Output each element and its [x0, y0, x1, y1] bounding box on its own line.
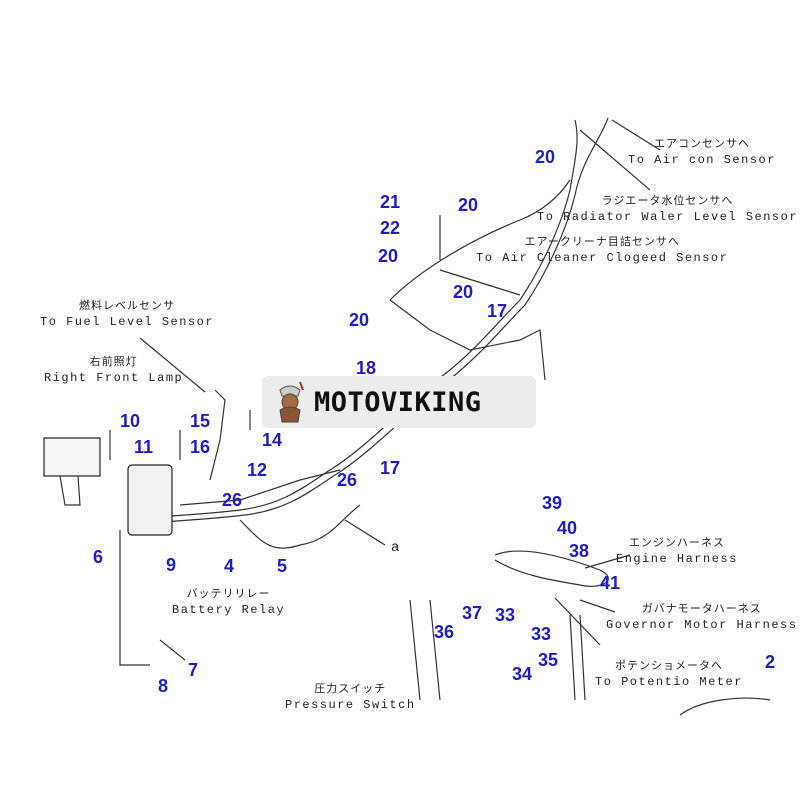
- part-number: 40: [557, 518, 578, 538]
- callout-jp: エアコンセンサへ: [653, 139, 750, 151]
- part-number: 20: [378, 246, 399, 266]
- callout-jp: 右前照灯: [89, 357, 138, 369]
- logo-text: MOTOVIKING: [314, 386, 482, 418]
- part-number: 38: [569, 541, 590, 561]
- part-number: 35: [538, 650, 559, 670]
- callout-en: To Radiator Waler Level Sensor: [537, 210, 799, 224]
- callout-battery-relay: バッテリリレー Battery Relay: [172, 588, 285, 618]
- part-number: 20: [349, 310, 370, 330]
- callout-jp: ガバナモータハーネス: [641, 604, 762, 616]
- viking-mascot-icon: [279, 381, 304, 423]
- part-number: 20: [535, 147, 556, 167]
- callout-jp: バッテリリレー: [186, 589, 271, 601]
- part-number: 2: [765, 652, 776, 672]
- part-number: 15: [190, 411, 211, 431]
- part-number: 17: [487, 301, 508, 321]
- part-number: 11: [134, 437, 154, 457]
- callout-en: Engine Harness: [616, 552, 738, 566]
- part-number: 9: [166, 555, 177, 575]
- callout-en: Governor Motor Harness: [606, 618, 798, 632]
- part-number: 22: [380, 218, 401, 238]
- part-number: 26: [222, 490, 243, 510]
- callout-engine-harness: エンジンハーネス Engine Harness: [616, 537, 738, 567]
- part-number: 16: [190, 437, 211, 457]
- callout-jp: エアークリーナ目詰センサへ: [524, 237, 680, 249]
- part-number: 7: [188, 660, 199, 680]
- callout-jp: エンジンハーネス: [628, 538, 725, 550]
- part-number: 26: [337, 470, 358, 490]
- callout-en: Right Front Lamp: [44, 371, 184, 385]
- part-number: 21: [380, 192, 401, 212]
- part-number: 41: [600, 573, 621, 593]
- callout-right-front-lamp: 右前照灯 Right Front Lamp: [44, 356, 183, 386]
- callout-jp: 燃料レベルセンサ: [79, 301, 176, 313]
- part-number: 39: [542, 493, 563, 513]
- callout-en: Battery Relay: [172, 603, 286, 617]
- callout-air-con-sensor: エアコンセンサへ To Air con Sensor: [628, 138, 776, 168]
- callout-radiator-sensor: ラジエータ水位センサへ To Radiator Waler Level Senso…: [537, 195, 798, 225]
- callout-jp: ポテンショメータへ: [614, 661, 723, 673]
- callout-en: To Fuel Level Sensor: [40, 315, 215, 329]
- callout-fuel-level-sensor: 燃料レベルセンサ To Fuel Level Sensor: [40, 300, 214, 330]
- part-number: 18: [356, 358, 377, 378]
- part-number: 14: [262, 430, 283, 450]
- part-number: 33: [495, 605, 516, 625]
- part-number: 17: [380, 458, 401, 478]
- part-number: 20: [458, 195, 479, 215]
- callout-en: To Air Cleaner Clogeed Sensor: [476, 251, 729, 265]
- part-number: 36: [434, 622, 455, 642]
- part-number: 33: [531, 624, 552, 644]
- callout-en: Pressure Switch: [285, 698, 416, 712]
- part-number: 4: [224, 556, 235, 576]
- part-number: 10: [120, 411, 141, 431]
- part-number: 20: [453, 282, 474, 302]
- callout-en: To Air con Sensor: [628, 153, 776, 167]
- motoviking-logo: MOTOVIKING: [262, 376, 536, 428]
- callout-en: To Potentio Meter: [595, 675, 743, 689]
- callout-governor-motor-harness: ガバナモータハーネス Governor Motor Harness: [606, 603, 797, 633]
- callout-jp: ラジエータ水位センサへ: [601, 196, 734, 208]
- part-number: 5: [277, 556, 288, 576]
- part-number: 37: [462, 603, 483, 623]
- callout-jp: 圧力スイッチ: [314, 684, 387, 696]
- callout-air-cleaner-sensor: エアークリーナ目詰センサへ To Air Cleaner Clogeed Sens…: [476, 236, 728, 266]
- part-number: 8: [158, 676, 169, 696]
- part-number: 12: [247, 460, 268, 480]
- part-number: 34: [512, 664, 533, 684]
- callout-potentio-meter: ポテンショメータへ To Potentio Meter: [595, 660, 743, 690]
- part-number: 6: [93, 547, 104, 567]
- callout-pressure-switch: 圧力スイッチ Pressure Switch: [285, 683, 416, 713]
- arrow-reference-label: a: [391, 540, 400, 556]
